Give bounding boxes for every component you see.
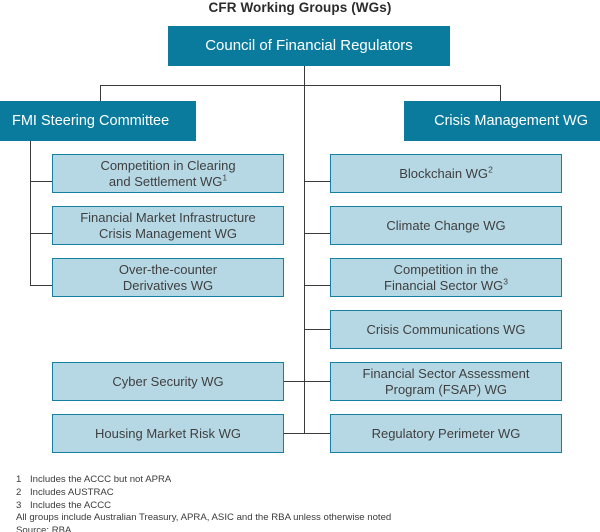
connector-left-stub-1 [30,181,53,182]
node-fmi-steering-committee[interactable]: FMI Steering Committee [0,101,196,141]
footnote-1: 1 Includes the ACCC but not APRA [16,474,576,487]
footnotes: 1 Includes the ACCC but not APRA 2 Inclu… [16,474,576,532]
node-label: Regulatory Perimeter WG [371,425,521,441]
footnote-3: 3 Includes the ACCC [16,500,576,513]
footnote-number: 1 [16,474,22,485]
connector-left-stub-3 [30,285,53,286]
node-council-of-financial-regulators[interactable]: Council of Financial Regulators [168,26,450,66]
footnote-text: Includes AUSTRAC [30,486,114,498]
node-label: Climate Change WG [386,217,506,233]
footnote-number: 2 [16,486,22,498]
node-regulatory-perimeter-wg[interactable]: Regulatory Perimeter WG [330,414,562,453]
footnote-2: 2 Includes AUSTRAC [16,487,576,500]
connector-center-stub-1 [304,181,331,182]
node-crisis-management-wg[interactable]: Crisis Management WG [404,101,600,141]
footnote-general-note: All groups include Australian Treasury, … [16,512,392,524]
node-label: Crisis Management WG [434,112,588,129]
connector-top-bus [100,85,501,86]
connector-left-spine [30,141,31,286]
chart-title: CFR Working Groups (WGs) [208,0,392,15]
connector-left-stub-2 [30,233,53,234]
node-crisis-communications-wg[interactable]: Crisis Communications WG [330,310,562,349]
node-label: FMI Steering Committee [12,112,170,129]
connector-center-spine [304,85,305,434]
connector-root-stem [304,66,305,86]
connector-center-stub-4 [304,329,331,330]
footnote-text: Includes the ACCC [30,499,112,511]
connector-center-left-stub-2 [284,433,305,434]
connector-right-drop [500,85,501,102]
node-cyber-security-wg[interactable]: Cyber Security WG [52,362,284,401]
node-label: Council of Financial Regulators [205,37,413,55]
footnote-text: Includes the ACCC but not APRA [30,474,172,485]
connector-center-stub-3 [304,285,331,286]
node-climate-change-wg[interactable]: Climate Change WG [330,206,562,245]
node-label: Crisis Communications WG [366,321,526,337]
node-housing-market-risk-wg[interactable]: Housing Market Risk WG [52,414,284,453]
footnote-number: 3 [16,499,22,511]
connector-center-left-stub-1 [284,381,305,382]
node-blockchain-wg[interactable]: Blockchain WG2 [330,154,562,193]
node-label: Blockchain WG2 [399,164,493,181]
connector-center-stub-6 [304,433,331,434]
node-label: Housing Market Risk WG [95,425,241,441]
connector-center-stub-5 [304,381,331,382]
connector-left-drop [100,85,101,102]
source-label: Source: RBA [16,525,72,532]
connector-center-stub-2 [304,233,331,234]
node-label: Cyber Security WG [112,373,224,389]
